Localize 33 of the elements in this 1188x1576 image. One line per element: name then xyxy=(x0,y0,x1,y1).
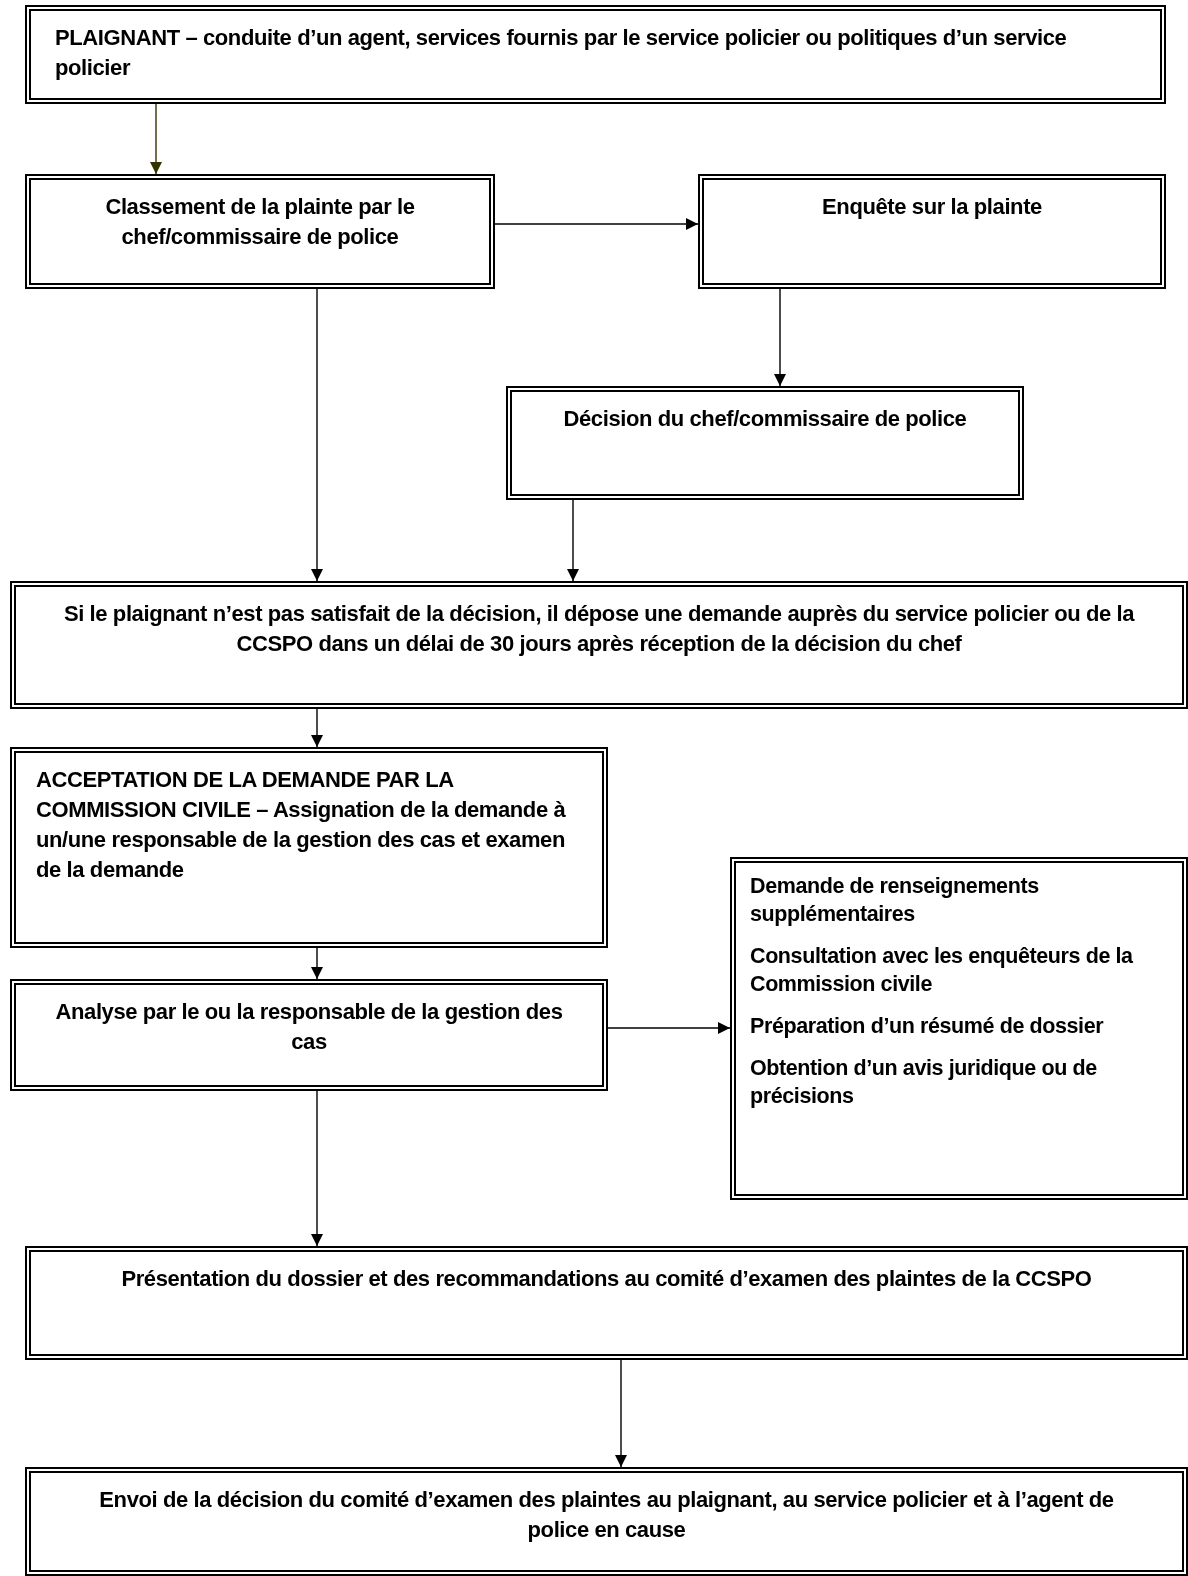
arrow xyxy=(494,218,699,230)
arrow xyxy=(311,708,323,748)
process-box xyxy=(10,581,1188,709)
process-box xyxy=(730,857,1188,1200)
box-text: Décision du chef/commissaire de police xyxy=(562,405,968,433)
arrow xyxy=(311,947,323,980)
process-box xyxy=(698,174,1166,289)
list-item-text: Consultation avec les enquêteurs de la Commission civile xyxy=(750,942,1134,998)
box-text: ACCEPTATION DE LA DEMANDE PAR LA COMMISSION CIVILE – Assignation de la demande à un/une responsable de la gestion des cas et examen de la demande xyxy=(36,766,567,884)
process-box xyxy=(25,1467,1188,1576)
list-item-text: Préparation d’un résumé de dossier xyxy=(750,1012,1105,1040)
box-text: Classement de la plainte par le chef/commissaire de police xyxy=(104,193,416,251)
list-item-text: Obtention d’un avis juridique ou de précisions xyxy=(750,1054,1098,1110)
arrow xyxy=(311,288,323,582)
arrow xyxy=(607,1022,731,1034)
process-box xyxy=(506,386,1024,500)
process-box xyxy=(10,747,608,948)
process-box xyxy=(10,979,608,1091)
process-box xyxy=(25,174,495,289)
process-box xyxy=(25,1246,1188,1360)
process-box xyxy=(25,5,1166,104)
arrow xyxy=(615,1359,627,1468)
box-text: Enquête sur la plainte xyxy=(821,193,1043,221)
arrow xyxy=(774,288,786,387)
list-item-text: Demande de renseignements supplémentaires xyxy=(750,873,1040,928)
box-text: Si le plaignant n’est pas satisfait de la décision, il dépose une demande auprès du service policier ou de la CCSPO dans un délai de 30 jours après réception de la décision du chef xyxy=(62,600,1136,658)
arrow xyxy=(567,499,579,582)
arrow xyxy=(150,103,162,175)
arrow xyxy=(311,1090,323,1247)
box-text: Présentation du dossier et des recommandations au comité d’examen des plaintes de la CCSPO xyxy=(120,1265,1093,1293)
box-text: Analyse par le ou la responsable de la gestion des cas xyxy=(54,998,564,1056)
box-text: PLAIGNANT – conduite d’un agent, services fournis par le service policier ou politiques d’un service policier xyxy=(55,24,1068,82)
box-text: Envoi de la décision du comité d’examen des plaintes au plaignant, au service policier et à l’agent de police en cause xyxy=(98,1486,1115,1544)
